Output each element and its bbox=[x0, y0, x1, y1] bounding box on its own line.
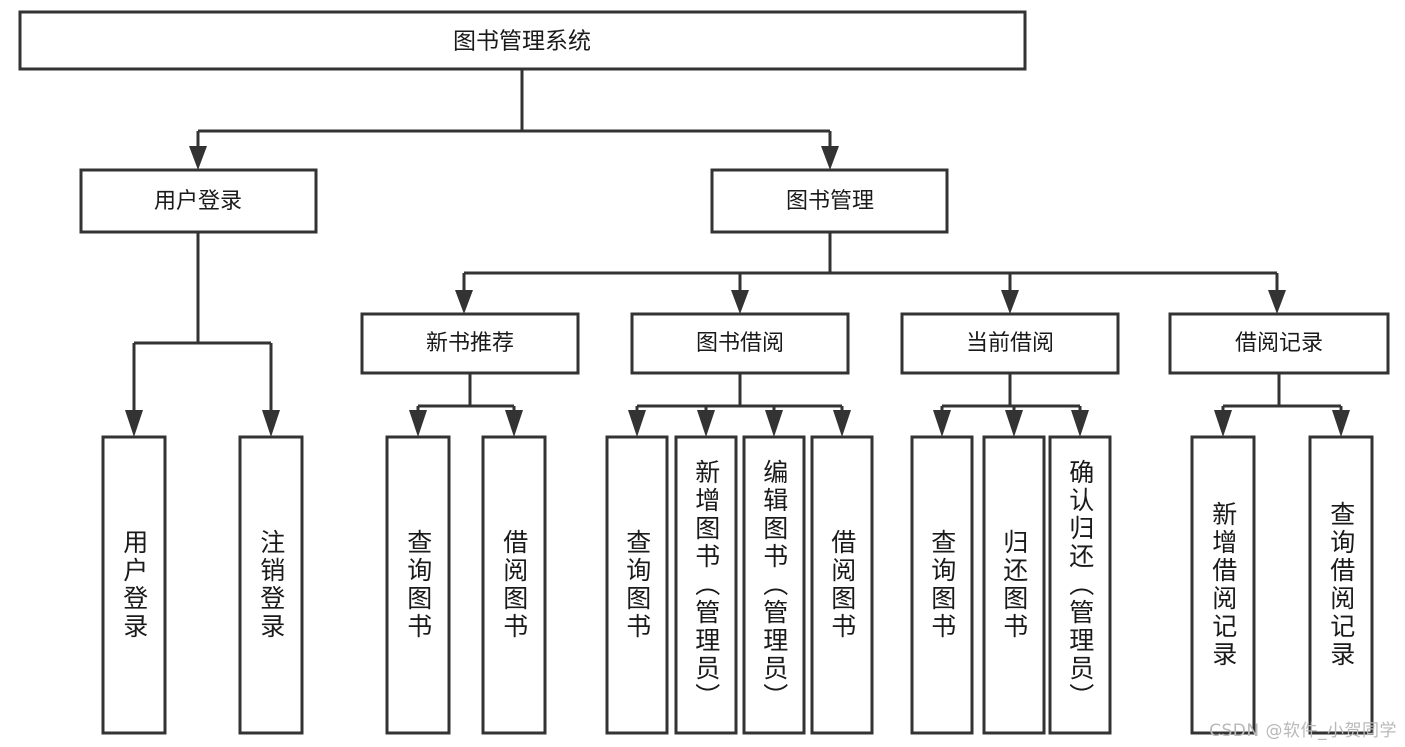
node-borrow-record-box[interactable] bbox=[1168, 312, 1390, 375]
arrowhead-book-borrow bbox=[731, 290, 749, 314]
arrowhead-leaf-logout bbox=[262, 410, 280, 437]
node-user-login-label: 用户登录 bbox=[154, 189, 242, 214]
node-leaf-edit-book-box[interactable] bbox=[742, 435, 806, 735]
leaf-box-layer bbox=[101, 435, 1374, 735]
watermark-text: CSDN @软件_小贺同学 bbox=[1209, 721, 1397, 741]
arrowhead-current-borrow bbox=[1001, 290, 1019, 314]
node-root-box[interactable] bbox=[18, 10, 1027, 71]
arrowhead-leaf-user-login bbox=[125, 410, 143, 437]
node-layer: 图书管理系统 用户登录 图书管理 新书推荐 图书借阅 当前借阅 借阅记录 bbox=[18, 10, 1390, 735]
node-root-label: 图书管理系统 bbox=[453, 29, 591, 55]
node-book-manage-label: 图书管理 bbox=[786, 189, 874, 214]
node-leaf-borrow-book-box[interactable] bbox=[810, 435, 874, 735]
node-book-borrow-box[interactable] bbox=[630, 312, 850, 375]
node-book-manage-box[interactable] bbox=[710, 168, 949, 234]
node-borrow-record-label: 借阅记录 bbox=[1235, 331, 1323, 356]
arrowhead-leaf-query-record bbox=[1332, 410, 1350, 437]
node-leaf-user-login-box[interactable] bbox=[101, 435, 167, 735]
arrowhead-leaf-confirm-return bbox=[1071, 410, 1089, 437]
node-book-borrow-label: 图书借阅 bbox=[696, 331, 784, 356]
node-leaf-borrow-book-rec-box[interactable] bbox=[481, 435, 547, 735]
node-new-book-rec-label: 新书推荐 bbox=[426, 331, 514, 356]
node-leaf-query-record-box[interactable] bbox=[1308, 435, 1374, 735]
arrowhead-leaf-add-record bbox=[1214, 410, 1232, 437]
node-leaf-return-book-box[interactable] bbox=[982, 435, 1046, 735]
arrowhead-leaf-edit-book bbox=[765, 410, 783, 437]
arrowhead-leaf-query-book-rec bbox=[409, 410, 427, 437]
node-current-borrow-box[interactable] bbox=[900, 312, 1120, 375]
node-current-borrow-label: 当前借阅 bbox=[966, 331, 1054, 356]
arrowhead-new-book-rec bbox=[455, 290, 473, 314]
arrowhead-leaf-borrow-book bbox=[833, 410, 851, 437]
arrowhead-leaf-borrow-book-rec bbox=[505, 410, 523, 437]
node-new-book-rec-box[interactable] bbox=[360, 312, 580, 375]
arrowhead-leaf-query-book-borrow bbox=[628, 410, 646, 437]
arrowhead-leaf-return-book bbox=[1005, 410, 1023, 437]
node-leaf-query-book-cur-box[interactable] bbox=[910, 435, 974, 735]
node-leaf-add-book-box[interactable] bbox=[674, 435, 738, 735]
node-leaf-confirm-return-box[interactable] bbox=[1048, 435, 1112, 735]
arrowhead-book-manage bbox=[821, 146, 839, 170]
arrowhead-borrow-record bbox=[1268, 290, 1286, 314]
arrowhead-leaf-query-book-cur bbox=[933, 410, 951, 437]
arrowhead-leaf-add-book bbox=[697, 410, 715, 437]
arrowhead-user-login bbox=[189, 146, 207, 170]
connector-layer bbox=[125, 69, 1350, 437]
node-leaf-logout-box[interactable] bbox=[238, 435, 304, 735]
node-leaf-query-book-borrow-box[interactable] bbox=[605, 435, 669, 735]
node-leaf-query-book-rec-box[interactable] bbox=[385, 435, 451, 735]
node-user-login-box[interactable] bbox=[79, 168, 318, 234]
node-leaf-add-record-box[interactable] bbox=[1190, 435, 1256, 735]
